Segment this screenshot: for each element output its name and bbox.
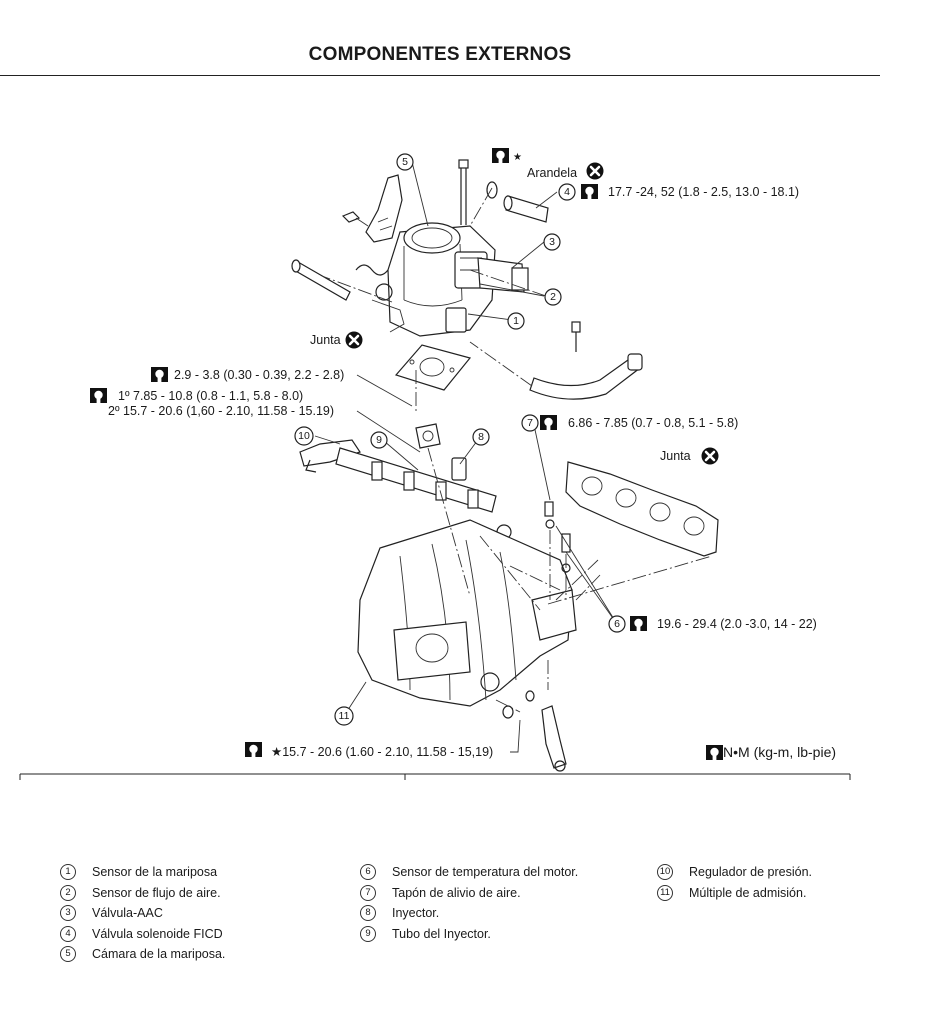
part-callouts: 5 4 3 2 1 8 9 10 7 6 11	[294, 153, 626, 726]
svg-text:3: 3	[549, 236, 555, 248]
title-rule	[0, 75, 880, 76]
torque-wrench-icon	[540, 415, 557, 430]
legend-column-3: 10 Regulador de presión. 11 Múltiple de ad…	[657, 862, 812, 903]
part-6-callout: 6	[608, 615, 626, 633]
units-note: N•M (kg-m, lb-pie)	[723, 744, 836, 760]
legend-number: 5	[60, 946, 76, 963]
legend-text: Sensor de la mariposa	[92, 865, 218, 879]
torque-spec-part-7: 6.86 - 7.85 (0.7 - 0.8, 5.1 - 5.8)	[568, 416, 738, 430]
legend-number: 9	[360, 925, 376, 942]
label-junta-throttle: Junta	[310, 333, 341, 347]
svg-text:2: 2	[550, 291, 556, 303]
alignment-lines	[321, 187, 713, 713]
legend-number: 6	[360, 864, 376, 881]
torque-wrench-icon	[492, 148, 509, 163]
legend-item: 7 Tapón de alivio de aire.	[360, 883, 578, 904]
svg-text:5: 5	[402, 156, 408, 168]
legend-item: 6 Sensor de temperatura del motor.	[360, 862, 578, 883]
torque-wrench-icon	[706, 745, 723, 760]
legend-text: Inyector.	[392, 906, 440, 920]
legend-number: 2	[60, 884, 76, 901]
torque-wrench-icon	[90, 388, 107, 403]
part-11-callout: 11	[334, 706, 354, 726]
part-7-callout: 7	[521, 414, 539, 432]
legend-text: Tubo del Inyector.	[392, 926, 491, 941]
legend-text: Sensor de temperatura del motor.	[392, 865, 579, 879]
torque-wrench-icon	[630, 616, 647, 631]
legend-text: Válvula-AAC	[92, 906, 163, 920]
legend-item: 2 Sensor de flujo de aire.	[60, 883, 225, 904]
torque-spec-second-stage: 2º 15.7 - 20.6 (1,60 - 2.10, 11.58 - 15.…	[108, 404, 334, 418]
legend-number: 1	[60, 864, 76, 881]
legend-number: 8	[360, 905, 376, 922]
legend-item: 4 Válvula solenoide FICD	[60, 924, 225, 945]
throttle-chamber-drawing	[291, 159, 643, 400]
part-8-callout: 8	[472, 428, 490, 446]
manifold-gasket-drawing	[565, 461, 719, 557]
injector-rail-drawing	[299, 423, 512, 540]
circled-x-icon	[585, 161, 605, 181]
legend-item: 3 Válvula-AAC	[60, 903, 225, 924]
svg-text:10: 10	[298, 430, 310, 442]
legend-column-1: 1 Sensor de la mariposa 2 Sensor de flujo …	[60, 862, 225, 965]
legend-number: 7	[360, 884, 376, 901]
legend-number: 3	[60, 905, 76, 922]
legend-text: Regulador de presión.	[689, 865, 812, 879]
svg-text:1: 1	[513, 315, 519, 327]
legend-number: 11	[657, 884, 673, 901]
legend-text: Tapón de alivio de aire.	[392, 885, 521, 900]
torque-spec-part-4: 17.7 -24, 52 (1.8 - 2.5, 13.0 - 18.1)	[608, 185, 799, 199]
svg-text:8: 8	[478, 431, 484, 443]
spec-callouts: ★ Arandela 17.7 -24, 52 (1.8 - 2.5, 13.0…	[90, 148, 836, 760]
part-1-callout: 1	[507, 312, 525, 330]
legend-number: 4	[60, 925, 76, 942]
legend-item: 9 Tubo del Inyector.	[360, 924, 578, 945]
svg-text:6: 6	[614, 618, 620, 630]
legend-text: Sensor de flujo de aire.	[92, 885, 221, 900]
legend-item: 10 Regulador de presión.	[657, 862, 812, 883]
legend-text: Válvula solenoide FICD	[92, 926, 223, 941]
legend-item: 8 Inyector.	[360, 903, 578, 924]
page-title: COMPONENTES EXTERNOS	[308, 44, 572, 65]
part-5-callout: 5	[396, 153, 414, 171]
torque-spec-first-stage: 1º 7.85 - 10.8 (0.8 - 1.1, 5.8 - 8.0)	[118, 389, 303, 403]
circled-x-icon	[344, 330, 364, 350]
torque-wrench-icon	[581, 184, 598, 199]
svg-text:7: 7	[527, 417, 533, 429]
legend-item: 11 Múltiple de admisión.	[657, 883, 812, 904]
torque-spec-part-6: 19.6 - 29.4 (2.0 -3.0, 14 - 22)	[657, 617, 817, 631]
legend-column-2: 6 Sensor de temperatura del motor. 7 Tapón…	[360, 862, 578, 944]
intake-manifold-drawing	[357, 501, 577, 772]
part-10-callout: 10	[294, 426, 314, 446]
part-4-callout: 4	[558, 183, 576, 201]
legend-number: 10	[657, 864, 673, 881]
torque-wrench-icon	[245, 742, 262, 757]
legend-item: 1 Sensor de la mariposa	[60, 862, 225, 883]
frame-lines	[19, 773, 851, 780]
svg-text:4: 4	[564, 186, 570, 198]
part-9-callout: 9	[370, 431, 388, 449]
part-2-callout: 2	[544, 288, 562, 306]
torque-spec-throttle-gasket: 2.9 - 3.8 (0.30 - 0.39, 2.2 - 2.8)	[174, 368, 344, 382]
torque-spec-manifold-star: ★15.7 - 20.6 (1.60 - 2.10, 11.58 - 15,19…	[271, 745, 493, 759]
legend-text: Cámara de la mariposa.	[92, 947, 226, 961]
circled-x-icon	[700, 446, 720, 466]
label-junta-manifold: Junta	[660, 449, 691, 463]
label-arandela: Arandela	[527, 166, 577, 180]
star-icon: ★	[513, 152, 522, 163]
svg-text:11: 11	[339, 710, 350, 722]
svg-text:9: 9	[376, 434, 382, 446]
torque-wrench-icon	[151, 367, 168, 382]
legend-item: 5 Cámara de la mariposa.	[60, 944, 225, 965]
part-3-callout: 3	[543, 233, 561, 251]
legend-text: Múltiple de admisión.	[689, 885, 807, 900]
